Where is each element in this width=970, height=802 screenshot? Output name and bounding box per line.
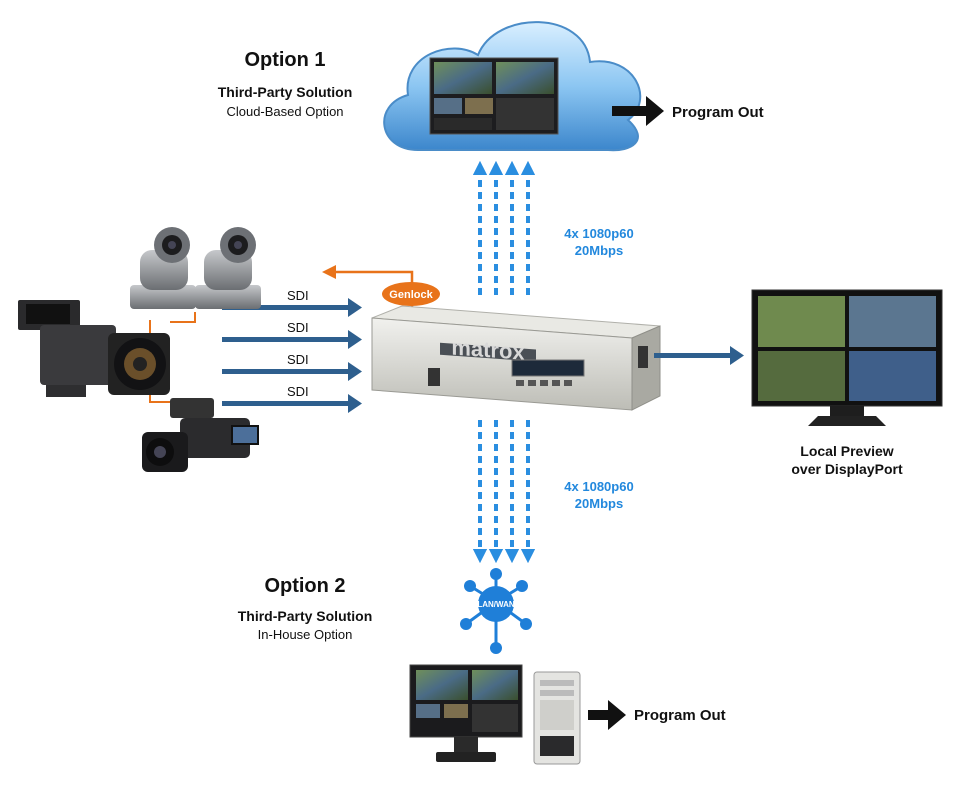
genlock-badge: Genlock [382, 282, 440, 306]
sdi-label-3: SDI [287, 352, 309, 367]
cloud-program-out-label: Program Out [672, 104, 764, 121]
option1-detail: Cloud-Based Option [226, 104, 344, 119]
sdi-label-1: SDI [287, 288, 309, 303]
local-preview-line2: over DisplayPort [791, 461, 903, 477]
lower-stream-rate: 4x 1080p60 20Mbps [549, 478, 649, 512]
upper-stream-bitrate: 20Mbps [574, 243, 624, 258]
inhouse-program-out-label: Program Out [634, 707, 726, 724]
option2-title: Option 2 [264, 575, 346, 597]
local-preview-line1: Local Preview [800, 443, 894, 459]
upper-stream-rate: 4x 1080p60 20Mbps [549, 225, 649, 259]
preview-monitor-icon [751, 289, 943, 426]
lower-stream-bitrate: 20Mbps [574, 496, 624, 511]
lan-wan-hub-icon [460, 568, 532, 654]
lan-wan-label: LAN/WAN [477, 600, 515, 609]
upper-stream-format: 4x 1080p60 [564, 226, 634, 241]
inhouse-stream-arrows [472, 420, 536, 564]
workstation-tower-icon [533, 671, 581, 765]
genlock-label: Genlock [389, 289, 433, 301]
sdi-arrows [222, 298, 362, 413]
inhouse-program-out-arrow [588, 700, 626, 730]
option2-detail: In-House Option [257, 627, 353, 642]
sdi-label-4: SDI [287, 384, 309, 399]
sdi-label-2: SDI [287, 320, 309, 335]
local-preview-label: Local Preview over DisplayPort [772, 442, 922, 478]
cloud-switcher-screen [429, 57, 559, 135]
broadcast-camera-icon [18, 300, 170, 397]
option1-title: Option 1 [244, 49, 326, 71]
workstation-monitor-icon [409, 664, 523, 762]
lower-stream-format: 4x 1080p60 [564, 479, 634, 494]
option1-subtitle: Third-Party Solution [217, 84, 353, 100]
encoder-device-icon: matrox [371, 305, 661, 411]
cloud-stream-arrows [472, 160, 536, 295]
camcorder-icon [142, 398, 259, 472]
preview-output-arrow [654, 346, 744, 365]
option2-subtitle: Third-Party Solution [237, 608, 373, 624]
ptz-camera-icon [195, 227, 261, 309]
ptz-camera-icon [130, 227, 196, 309]
cloud-program-out-arrow [612, 96, 664, 126]
